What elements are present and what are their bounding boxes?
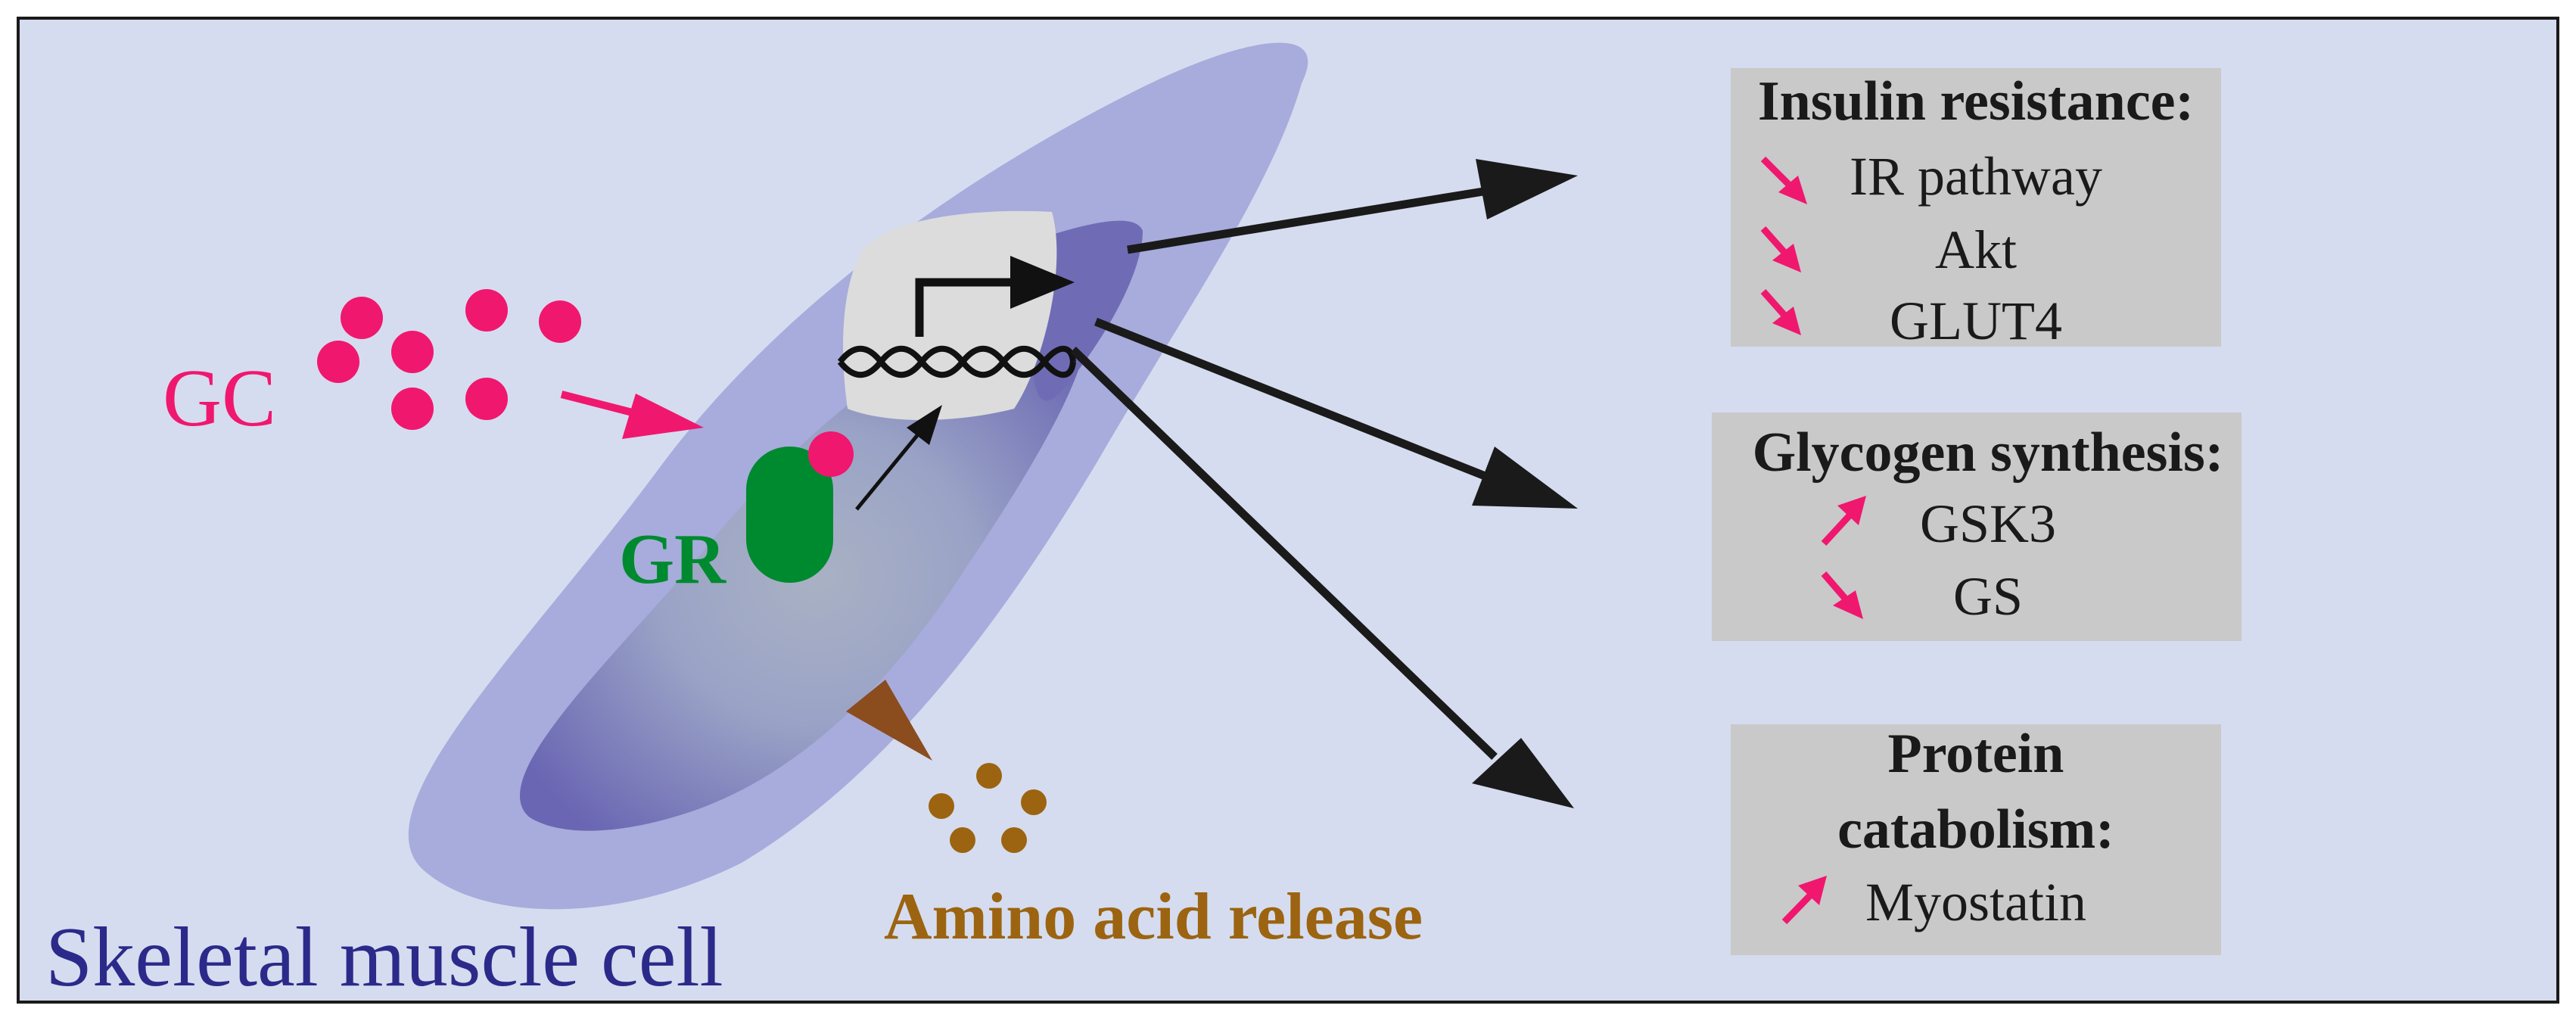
glycogen-synthesis-box: Glycogen synthesis: GSK3 GS (1712, 412, 2242, 641)
down-arrow-icon (1821, 571, 1863, 619)
insulin-item-akt: Akt (1935, 219, 2017, 280)
protein-item-myostatin: Myostatin (1865, 872, 2086, 932)
insulin-item-glut4: GLUT4 (1890, 291, 2062, 351)
down-arrow-icon (1760, 226, 1801, 272)
gc-bound-molecule (808, 431, 854, 477)
arrowhead-glycogen (1472, 447, 1578, 509)
amino-acid-dots (929, 763, 1047, 853)
amino-acid-label: Amino acid release (884, 880, 1423, 954)
glycogen-item-gsk3: GSK3 (1920, 493, 2056, 554)
arrowhead-insulin (1476, 159, 1578, 219)
arrow-to-protein (1070, 347, 1498, 760)
gc-label: GC (163, 353, 276, 444)
arrowhead-protein (1472, 738, 1574, 808)
gc-entry-arrowhead (622, 394, 704, 439)
arrow-to-glycogen (1094, 317, 1489, 481)
output-arrows (1070, 187, 1498, 760)
insulin-item-ir-pathway: IR pathway (1850, 146, 2102, 207)
nucleus (843, 210, 1057, 420)
gr-to-dna-arrowhead (907, 405, 942, 445)
insulin-resistance-box: Insulin resistance: IR pathway Akt GLUT4 (1731, 68, 2221, 351)
transcription-arrowhead (1010, 256, 1075, 309)
nucleus-band (1032, 220, 1143, 401)
dna-helix (837, 345, 1076, 378)
protein-catabolism-box: Protein catabolism: Myostatin (1731, 723, 2221, 955)
protein-catabolism-title-line1: Protein (1888, 723, 2064, 785)
gc-molecules (317, 289, 581, 430)
gr-label: GR (619, 520, 726, 599)
arrow-to-insulin (1127, 187, 1484, 254)
amino-acid-arrowhead (846, 680, 932, 761)
protein-catabolism-title-line2: catabolism: (1837, 798, 2114, 861)
gr-receptor (746, 447, 833, 583)
transcription-start-arrow (915, 278, 1014, 337)
gr-to-dna-arrow (855, 428, 923, 511)
insulin-resistance-title: Insulin resistance: (1758, 70, 2194, 132)
down-arrow-icon (1760, 289, 1801, 335)
cell-label: Skeletal muscle cell (45, 910, 723, 1004)
down-arrow-icon (1760, 156, 1807, 204)
up-arrow-icon (1821, 496, 1866, 546)
up-arrow-icon (1781, 876, 1827, 925)
glycogen-item-gs: GS (1953, 566, 2023, 627)
glycogen-synthesis-title: Glycogen synthesis: (1753, 422, 2224, 484)
